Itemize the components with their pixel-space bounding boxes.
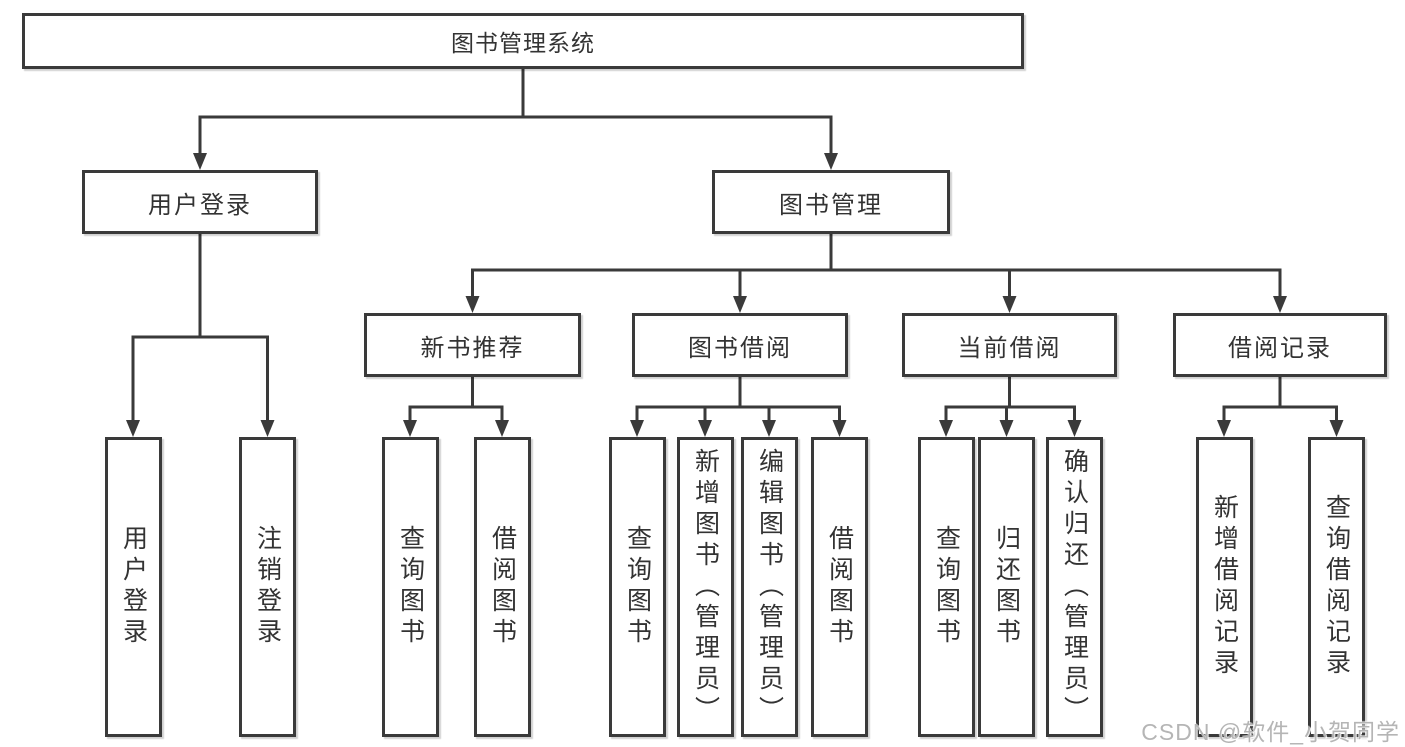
- node-user-login: 用户登录: [82, 170, 318, 234]
- arrowhead-icon: [762, 420, 776, 437]
- connector-book-borrow-to-leaves: [630, 377, 847, 437]
- arrowhead-icon: [1217, 420, 1231, 437]
- node-book-borrow: 图书借阅: [632, 313, 848, 377]
- leaf-current-query-book: 查询图书: [918, 437, 975, 737]
- arrowhead-icon: [193, 153, 207, 170]
- leaf-current-return-book: 归还图书: [978, 437, 1035, 737]
- arrowhead-icon: [630, 420, 644, 437]
- connector-root-to-level2: [193, 69, 838, 170]
- csdn-watermark: CSDN @软件_小贺同学: [1141, 719, 1400, 745]
- leaf-borrow-add-book-admin: 新增图书（管理员）: [677, 437, 734, 737]
- leaf-newbook-query-book: 查询图书: [382, 437, 439, 737]
- arrowhead-icon: [1329, 420, 1344, 437]
- arrowhead-icon: [832, 420, 847, 437]
- node-book-management: 图书管理: [712, 170, 950, 234]
- leaf-newbook-borrow-book: 借阅图书: [474, 437, 531, 737]
- leaf-borrow-borrow-book: 借阅图书: [811, 437, 868, 737]
- leaf-current-confirm-return-admin: 确认归还（管理员）: [1046, 437, 1103, 737]
- arrowhead-icon: [1002, 296, 1017, 313]
- arrowhead-icon: [1067, 420, 1082, 437]
- leaf-user-login: 用户登录: [105, 437, 162, 737]
- leaf-logout: 注销登录: [239, 437, 296, 737]
- arrowhead-icon: [260, 420, 275, 437]
- arrowhead-icon: [126, 420, 140, 437]
- leaf-borrow-edit-book-admin: 编辑图书（管理员）: [741, 437, 798, 737]
- arrowhead-icon: [733, 296, 747, 313]
- arrowhead-icon: [824, 153, 838, 170]
- arrowhead-icon: [495, 420, 509, 437]
- arrowhead-icon: [999, 420, 1014, 437]
- arrowhead-icon: [465, 296, 480, 313]
- node-current-borrow: 当前借阅: [902, 313, 1117, 377]
- arrowhead-icon: [403, 420, 417, 437]
- connector-new-book-recommend-to-leaves: [403, 377, 509, 437]
- arrowhead-icon: [698, 420, 712, 437]
- connector-book-management-to-level3: [465, 234, 1287, 313]
- node-borrow-record: 借阅记录: [1173, 313, 1387, 377]
- leaf-borrow-query-book: 查询图书: [609, 437, 666, 737]
- arrowhead-icon: [939, 420, 953, 437]
- arrowhead-icon: [1273, 296, 1287, 313]
- connector-current-borrow-to-leaves: [939, 377, 1082, 437]
- connector-user-login-to-leaves: [126, 234, 275, 437]
- node-root: 图书管理系统: [22, 13, 1024, 69]
- node-new-book-recommend: 新书推荐: [364, 313, 581, 377]
- leaf-record-query-record: 查询借阅记录: [1308, 437, 1365, 737]
- leaf-record-add-record: 新增借阅记录: [1196, 437, 1253, 737]
- connector-borrow-record-to-leaves: [1217, 377, 1344, 437]
